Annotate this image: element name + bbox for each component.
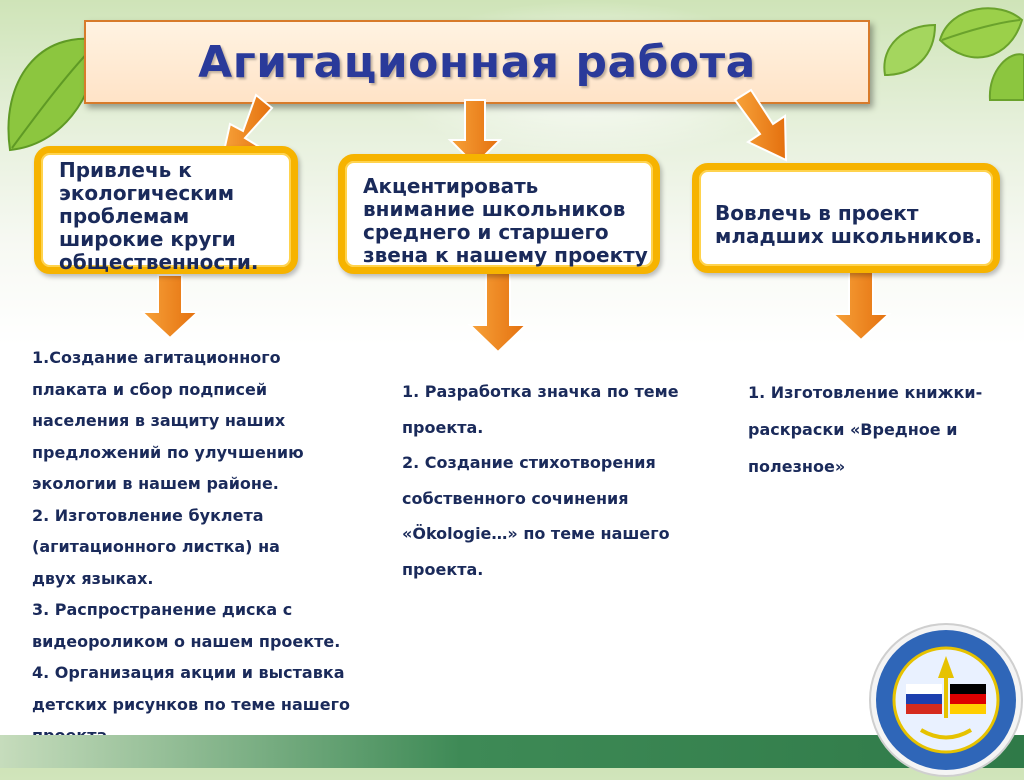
action-line: детских рисунков по теме нашего: [32, 689, 382, 721]
action-line: раскраски «Вредное и: [748, 411, 1018, 448]
actions-column-1: 1.Создание агитационного плаката и сбор …: [32, 342, 382, 752]
arrow-box-1-down: [142, 275, 198, 338]
goal-line: Акцентировать: [363, 175, 653, 198]
school-emblem-logo: [866, 620, 1024, 780]
goal-line: Вовлечь в проект: [715, 202, 993, 225]
action-line: «Ökologie…» по теме нашего: [402, 516, 712, 552]
action-line: (агитационного листка) на: [32, 531, 382, 563]
action-line: собственного сочинения: [402, 481, 712, 517]
goal-box-junior-students: Вовлечь в проект младших школьников.: [692, 163, 1000, 273]
action-line: населения в защиту наших: [32, 405, 382, 437]
action-line: двух языках.: [32, 563, 382, 595]
goal-line: звена к нашему проекту: [363, 244, 653, 267]
goal-line: внимание школьников: [363, 198, 653, 221]
action-line: 1.Создание агитационного: [32, 342, 382, 374]
action-line: проекта.: [402, 552, 712, 588]
action-line: 3. Распространение диска с: [32, 594, 382, 626]
action-line: 1. Разработка значка по теме: [402, 374, 712, 410]
action-line: 1. Изготовление книжки-: [748, 374, 1018, 411]
actions-column-2: 1. Разработка значка по теме проекта. 2.…: [402, 374, 712, 587]
action-line: полезное»: [748, 448, 1018, 485]
action-line: плаката и сбор подписей: [32, 374, 382, 406]
action-line: 2. Изготовление буклета: [32, 500, 382, 532]
goal-line: Привлечь к: [59, 159, 291, 182]
arrow-box-2-down: [470, 272, 526, 352]
action-line: проекта.: [402, 410, 712, 446]
goal-line: широкие круги: [59, 228, 291, 251]
action-line: экологии в нашем районе.: [32, 468, 382, 500]
action-line: 2. Создание стихотворения: [402, 445, 712, 481]
actions-column-3: 1. Изготовление книжки- раскраски «Вредн…: [748, 374, 1018, 485]
action-line: 4. Организация акции и выставка: [32, 657, 382, 689]
action-line: предложений по улучшению: [32, 437, 382, 469]
goal-box-public: Привлечь к экологическим проблемам широк…: [34, 146, 298, 274]
goal-line: проблемам: [59, 205, 291, 228]
goal-line: общественности.: [59, 251, 291, 274]
goal-line: младших школьников.: [715, 225, 993, 248]
arrow-box-3-down: [833, 272, 889, 340]
arrow-title-to-box-3: [735, 90, 786, 160]
action-line: видеороликом о нашем проекте.: [32, 626, 382, 658]
goal-line: экологическим: [59, 182, 291, 205]
goal-line: среднего и старшего: [363, 221, 653, 244]
goal-box-senior-students: Акцентировать внимание школьников средне…: [338, 154, 660, 274]
